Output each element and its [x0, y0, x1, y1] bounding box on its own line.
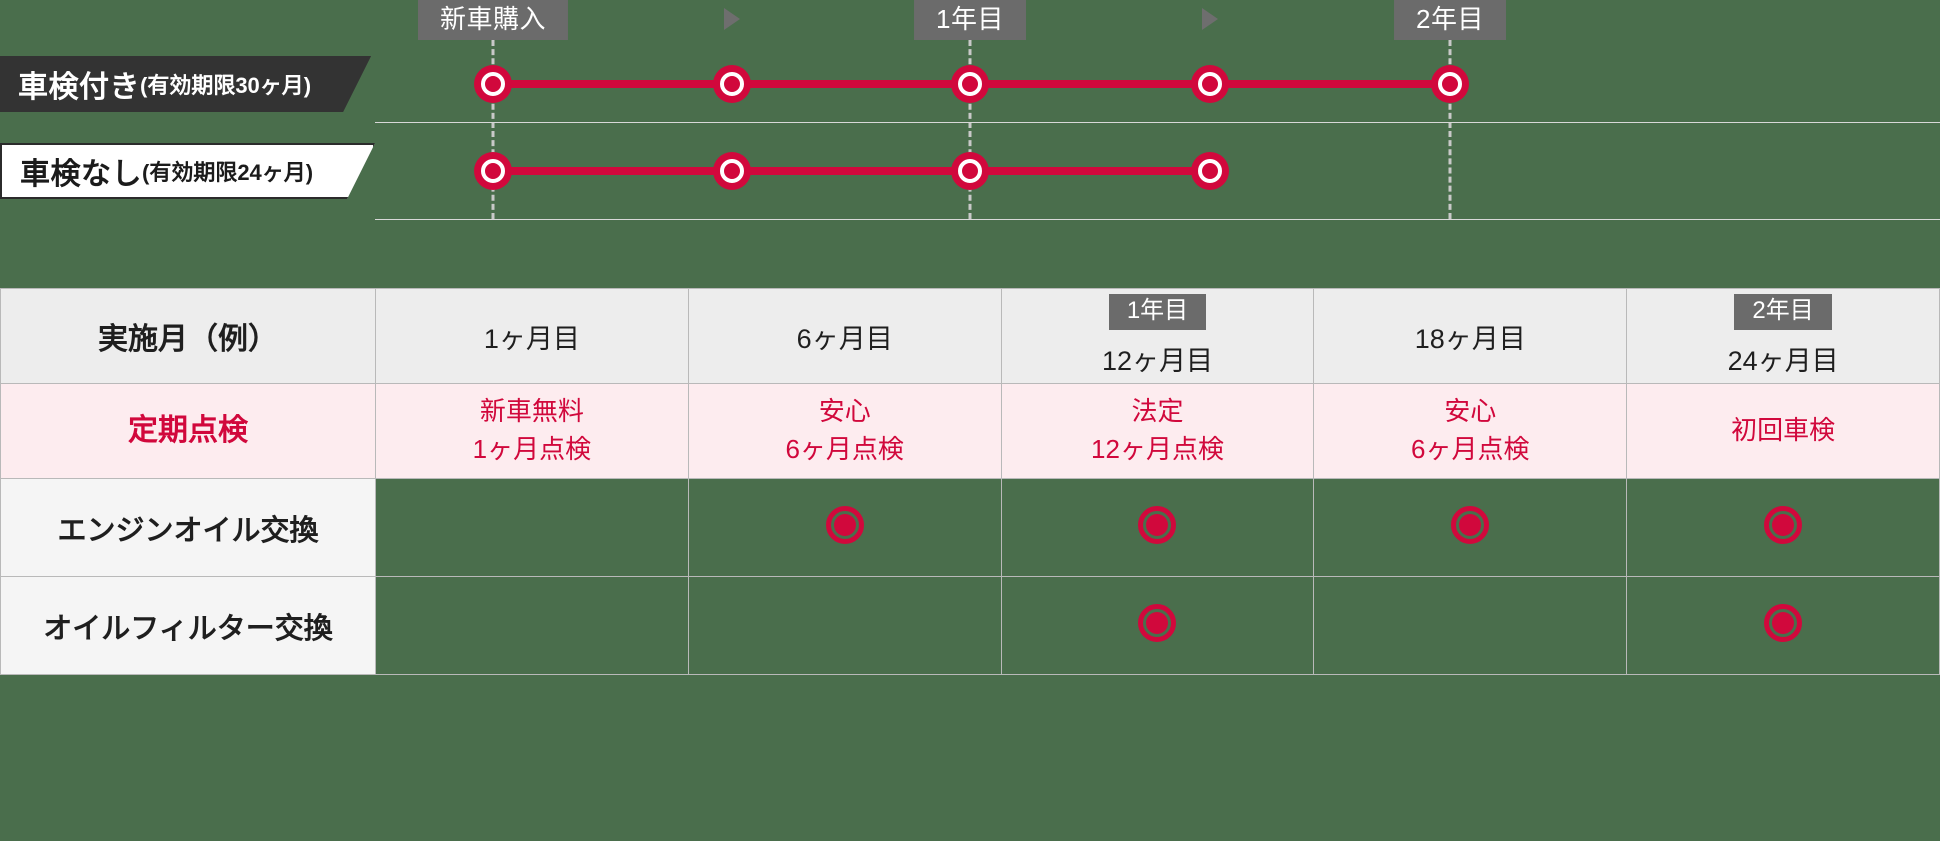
month-value-1: 1ヶ月目: [483, 323, 580, 354]
timeline-row-note-2: (有効期限24ヶ月): [142, 160, 314, 185]
timeline-dot-r2-c4: [1191, 152, 1229, 190]
cell-oil-filter-1: [375, 576, 689, 675]
row-header-engine-oil: エンジンオイル交換: [0, 478, 376, 577]
inspection-line1-1: 新車無料: [479, 396, 584, 427]
timeline-section: 新車購入 1年目 2年目車検付き(有効期限30ヶ月) 車検なし(有効期限24ヶ月): [0, 0, 1940, 288]
row-header-inspection: 定期点検: [0, 383, 376, 479]
timeline-arrow-icon-4: [1202, 8, 1218, 30]
cell-engine-oil-1: [375, 478, 689, 577]
timeline-dot-r2-c1: [474, 152, 512, 190]
timeline-guide-line-3: [968, 40, 972, 219]
inspection-line1-2: 安心: [818, 396, 871, 427]
cell-inspection-5: 初回車検: [1626, 383, 1940, 479]
inspection-line2-2: 6ヶ月点検: [785, 434, 904, 464]
timeline-guide-line-1: [491, 40, 495, 219]
cell-inspection-3: 法定 12ヶ月点検: [1000, 383, 1315, 479]
inspection-line2-3: 12ヶ月点検: [1091, 434, 1224, 464]
cell-engine-oil-2: [687, 478, 1002, 577]
month-value-5: 24ヶ月目: [1727, 346, 1839, 376]
year-badge-3: 1年目: [1108, 294, 1207, 330]
inspection-line1-4: 安心: [1444, 396, 1497, 427]
cell-month-3: 1年目 12ヶ月目: [1000, 288, 1315, 384]
table-row-month: 実施月（例） 1ヶ月目 6ヶ月目 1年目 12ヶ月目 18ヶ月目 2年目 24ヶ月目: [0, 288, 1940, 384]
timeline-row-title-1: 車検付き: [18, 71, 140, 104]
row-header-oil-filter: オイルフィルター交換: [0, 576, 376, 675]
timeline-track-2: [493, 167, 1210, 175]
timeline-row-note-1: (有効期限30ヶ月): [140, 73, 312, 98]
cell-inspection-2: 安心 6ヶ月点検: [687, 383, 1002, 479]
double-circle-icon: [825, 506, 864, 544]
timeline-row-label-2: 車検なし(有効期限24ヶ月): [0, 143, 375, 199]
inspection-line2-4: 6ヶ月点検: [1411, 434, 1530, 464]
inspection-line1-3: 法定: [1131, 396, 1184, 427]
cell-engine-oil-5: [1626, 478, 1940, 577]
cell-month-1: 1ヶ月目: [375, 288, 689, 384]
cell-engine-oil-3: [1000, 478, 1315, 577]
cell-inspection-1: 新車無料 1ヶ月点検: [375, 383, 689, 479]
month-value-2: 6ヶ月目: [796, 323, 893, 354]
cell-inspection-4: 安心 6ヶ月点検: [1313, 383, 1628, 479]
inspection-line1-5: 初回車検: [1731, 415, 1836, 446]
cell-oil-filter-3: [1000, 576, 1315, 675]
timeline-guide-line-5: [1448, 40, 1452, 219]
timeline-dot-r1-c1: [474, 65, 512, 103]
table-row-oil-filter: オイルフィルター交換: [0, 576, 1940, 675]
month-value-3: 12ヶ月目: [1101, 346, 1214, 376]
double-circle-icon: [1451, 506, 1490, 544]
timeline-row-title-2: 車検なし: [20, 158, 142, 191]
double-circle-icon: [1764, 506, 1803, 544]
timeline-row-label-1: 車検付き(有効期限30ヶ月): [0, 56, 371, 112]
cell-oil-filter-5: [1626, 576, 1940, 675]
timeline-baseline-2: [375, 219, 1940, 220]
row-header-month: 実施月（例）: [0, 288, 376, 384]
timeline-dot-r2-c3: [951, 152, 989, 190]
timeline-dot-r1-c4: [1191, 65, 1229, 103]
timeline-dot-r2-c2: [713, 152, 751, 190]
double-circle-icon: [1138, 506, 1177, 544]
timeline-milestone-badge-5: 2年目: [1394, 0, 1506, 40]
inspection-line2-1: 1ヶ月点検: [472, 434, 592, 464]
timeline-arrow-icon-2: [724, 8, 740, 30]
cell-oil-filter-4: [1313, 576, 1628, 675]
cell-month-4: 18ヶ月目: [1313, 288, 1628, 384]
cell-month-2: 6ヶ月目: [687, 288, 1002, 384]
cell-month-5: 2年目 24ヶ月目: [1626, 288, 1940, 384]
table-row-engine-oil: エンジンオイル交換: [0, 478, 1940, 577]
table-row-inspection: 定期点検 新車無料 1ヶ月点検 安心 6ヶ月点検 法定 12ヶ月点検 安心 6ヶ月点検 初回車検: [0, 383, 1940, 479]
cell-engine-oil-4: [1313, 478, 1628, 577]
cell-oil-filter-2: [687, 576, 1002, 675]
timeline-dot-r1-c5: [1431, 65, 1469, 103]
double-circle-icon: [1764, 604, 1803, 642]
year-badge-5: 2年目: [1734, 294, 1832, 330]
timeline-milestone-badge-3: 1年目: [914, 0, 1026, 40]
timeline-dot-r1-c3: [951, 65, 989, 103]
month-value-4: 18ヶ月目: [1414, 323, 1526, 354]
timeline-milestone-badge-1: 新車購入: [417, 0, 569, 40]
timeline-baseline-1: [375, 122, 1940, 123]
double-circle-icon: [1138, 604, 1177, 642]
timeline-dot-r1-c2: [713, 65, 751, 103]
